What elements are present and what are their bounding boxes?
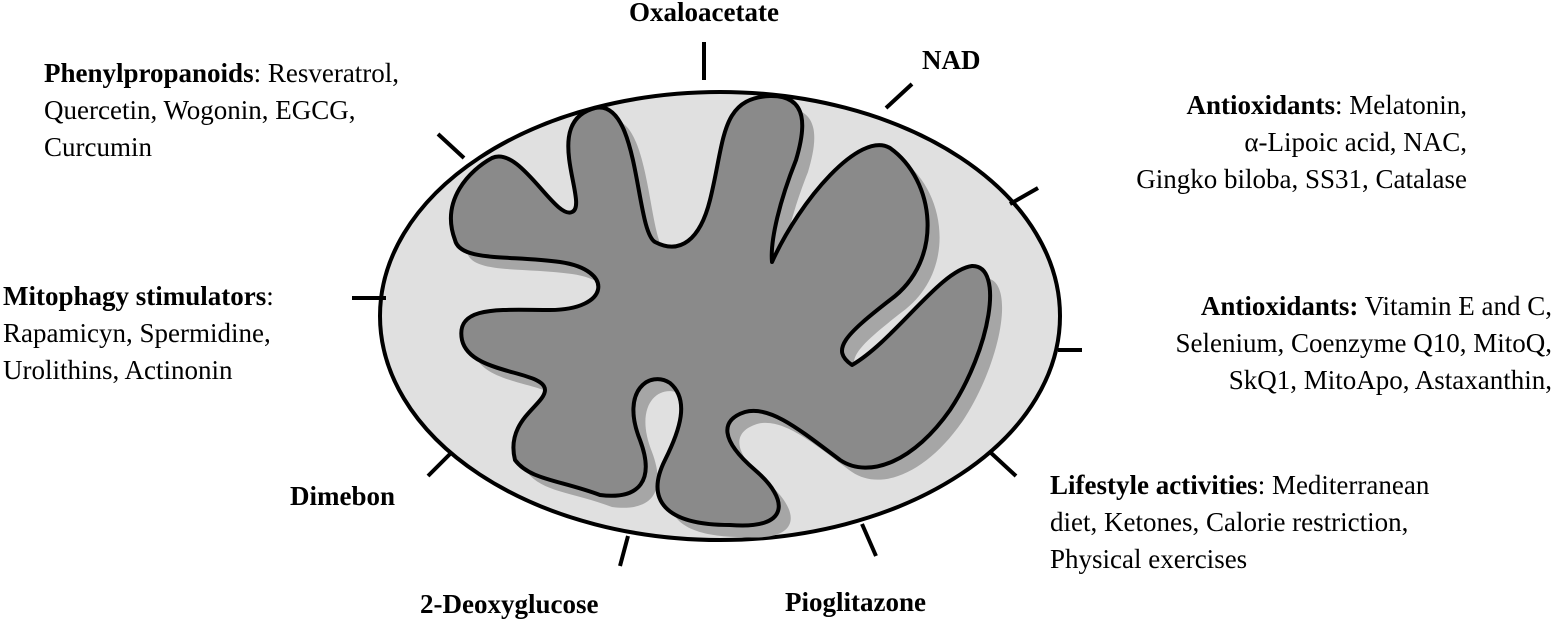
mitophagy-line-3: Urolithins, Actinonin bbox=[3, 355, 233, 385]
nad-text: NAD bbox=[922, 45, 981, 75]
pioglitazone-text: Pioglitazone bbox=[785, 587, 926, 617]
antioxidants-2-title: Antioxidants: bbox=[1200, 291, 1359, 321]
mitophagy-line-1: Mitophagy stimulators: bbox=[3, 278, 274, 315]
lifestyle-line-2: diet, Ketones, Calorie restriction, bbox=[1050, 507, 1409, 537]
tick-pioglitazone bbox=[860, 523, 878, 557]
tick-nad bbox=[884, 82, 914, 110]
lifestyle-line-1: Lifestyle activities: Mediterranean bbox=[1050, 467, 1429, 504]
mitophagy-title: Mitophagy stimulators bbox=[3, 281, 267, 311]
antioxidants-1-line-1: Antioxidants: Melatonin, bbox=[1136, 87, 1467, 124]
antioxidants-2-line-1: Antioxidants: Vitamin E and C, bbox=[1176, 288, 1552, 325]
tick-phenylpropanoids bbox=[436, 132, 466, 160]
label-dimebon: Dimebon bbox=[290, 478, 395, 515]
antioxidants-2-line-1-text: Vitamin E and C, bbox=[1358, 291, 1552, 321]
antioxidants-1-line-1-text: : Melatonin, bbox=[1335, 90, 1467, 120]
oxaloacetate-text: Oxaloacetate bbox=[629, 0, 779, 27]
label-phenylpropanoids: Phenylpropanoids: Resveratrol, Quercetin… bbox=[44, 55, 399, 166]
deoxyglucose-text: 2-Deoxyglucose bbox=[420, 589, 599, 619]
label-pioglitazone: Pioglitazone bbox=[785, 584, 926, 621]
mitophagy-line-2: Rapamicyn, Spermidine, bbox=[3, 318, 271, 348]
label-antioxidants-1: Antioxidants: Melatonin, α-Lipoic acid, … bbox=[1136, 87, 1467, 198]
label-antioxidants-2: Antioxidants: Vitamin E and C, Selenium,… bbox=[1176, 288, 1552, 399]
tick-lifestyle bbox=[988, 450, 1018, 478]
lifestyle-title: Lifestyle activities bbox=[1050, 470, 1258, 500]
tick-deoxyglucose bbox=[618, 535, 630, 567]
label-nad: NAD bbox=[922, 42, 981, 79]
lifestyle-line-1-text: : Mediterranean bbox=[1257, 470, 1430, 500]
phenylpropanoids-line-1-text: : Resveratrol, bbox=[253, 58, 400, 88]
label-2-deoxyglucose: 2-Deoxyglucose bbox=[420, 586, 598, 623]
lifestyle-line-3: Physical exercises bbox=[1050, 544, 1248, 574]
label-oxaloacetate: Oxaloacetate bbox=[604, 0, 804, 31]
phenylpropanoids-title: Phenylpropanoids bbox=[44, 58, 254, 88]
mitophagy-line-1-text: : bbox=[266, 281, 274, 311]
antioxidants-1-line-3: Gingko biloba, SS31, Catalase bbox=[1136, 164, 1467, 194]
antioxidants-2-line-3: SkQ1, MitoApo, Astaxanthin, bbox=[1228, 365, 1552, 395]
phenylpropanoids-line-2: Quercetin, Wogonin, EGCG, bbox=[44, 95, 356, 125]
phenylpropanoids-line-1: Phenylpropanoids: Resveratrol, bbox=[44, 55, 399, 92]
antioxidants-1-title: Antioxidants bbox=[1186, 90, 1336, 120]
inner-membrane-matrix bbox=[448, 93, 993, 528]
label-mitophagy-stimulators: Mitophagy stimulators: Rapamicyn, Spermi… bbox=[3, 278, 274, 389]
phenylpropanoids-line-3: Curcumin bbox=[44, 132, 152, 162]
antioxidants-2-line-2: Selenium, Coenzyme Q10, MitoQ, bbox=[1175, 328, 1552, 358]
antioxidants-1-line-2: α-Lipoic acid, NAC, bbox=[1244, 127, 1467, 157]
tick-antioxidants-1 bbox=[1009, 186, 1039, 206]
dimebon-text: Dimebon bbox=[290, 481, 396, 511]
tick-dimebon bbox=[426, 450, 454, 478]
label-lifestyle-activities: Lifestyle activities: Mediterranean diet… bbox=[1050, 467, 1429, 578]
